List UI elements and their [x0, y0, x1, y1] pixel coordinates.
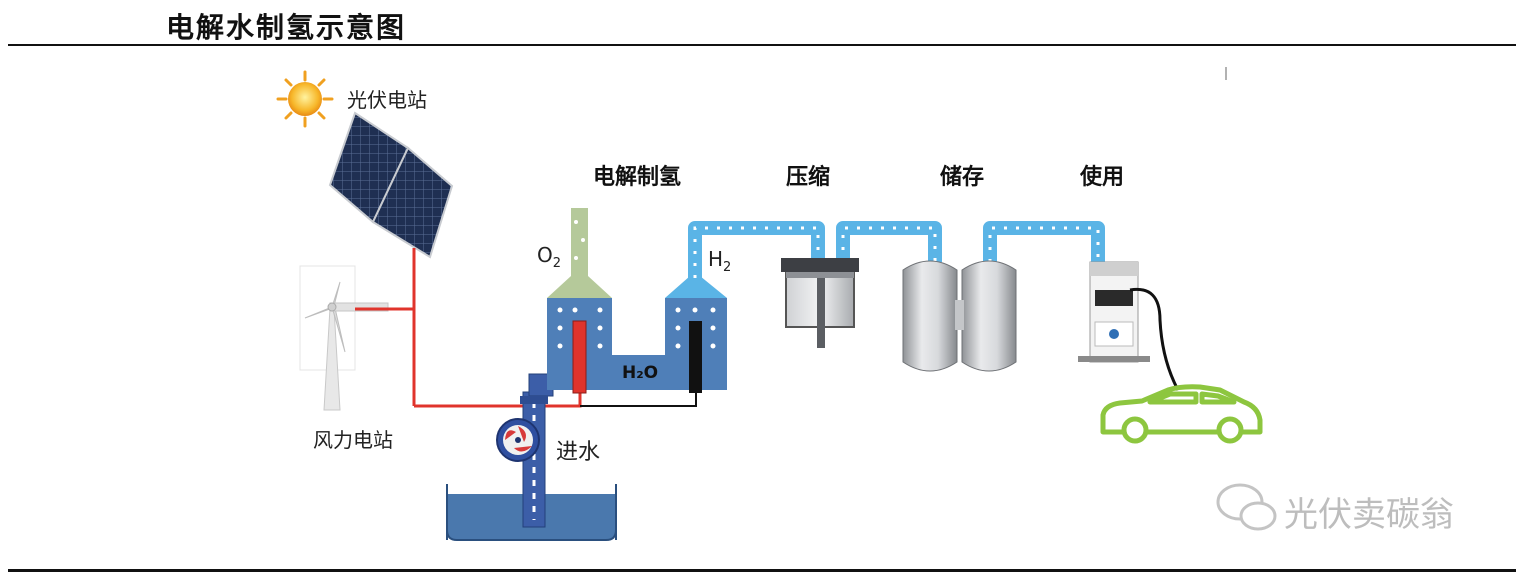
compressor-icon	[781, 258, 859, 348]
pump-icon	[496, 373, 554, 528]
stage-storage: 储存	[940, 165, 985, 190]
stage-compression: 压缩	[786, 165, 831, 190]
page-title: 电解水制氢示意图	[166, 11, 407, 44]
watermark-text: 光伏卖碳翁	[1284, 495, 1454, 535]
pv-station-label: 光伏电站	[347, 88, 427, 112]
wind-turbine-icon	[299, 265, 389, 411]
wechat-icon	[1216, 483, 1277, 531]
water-label: H₂O	[622, 363, 659, 383]
top-divider	[8, 44, 1516, 46]
storage-tank-icon	[902, 260, 1017, 372]
hydrogen-pipe	[688, 221, 1105, 278]
car-icon	[1100, 384, 1263, 444]
stage-electrolysis: 电解制氢	[593, 165, 682, 190]
solar-panel-icon	[328, 111, 454, 259]
bottom-divider	[8, 569, 1516, 572]
wind-station-label: 风力电站	[313, 428, 393, 452]
hydrogen-label: H2	[708, 247, 732, 275]
hydrogen-dispenser-icon	[1078, 261, 1180, 391]
ground-wire	[580, 392, 697, 407]
oxygen-label: O2	[537, 243, 562, 271]
stage-usage: 使用	[1080, 165, 1125, 190]
water-inlet-label: 进水	[556, 440, 601, 465]
sun-icon	[276, 70, 334, 128]
electrolyzer-tank	[547, 208, 727, 394]
